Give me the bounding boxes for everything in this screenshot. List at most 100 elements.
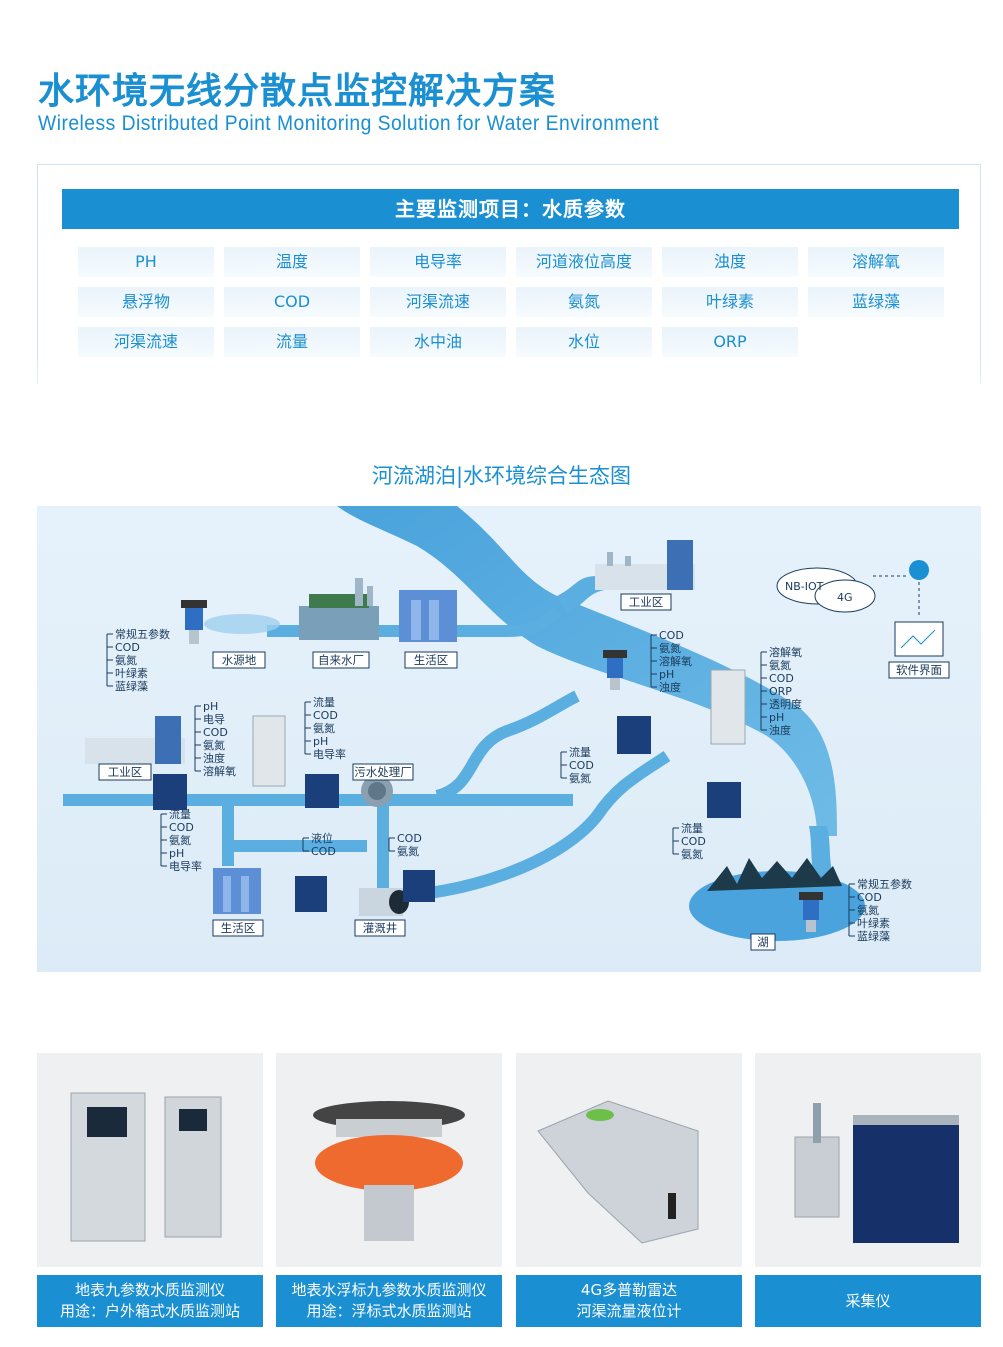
product-usage: 用途：户外箱式水质监测站: [59, 1302, 240, 1320]
industry-left-building: [85, 716, 185, 764]
irrigation-well: [359, 888, 409, 916]
param-list-item: 氨氮: [397, 844, 419, 858]
param-cell: 氨氮: [516, 287, 652, 317]
param-list-item: 常规五参数: [115, 627, 170, 641]
sewage-plant: [361, 775, 393, 807]
label-irrigation: 灌溉井: [363, 921, 398, 935]
lake-reeds: [707, 858, 842, 891]
product-image-collector: [755, 1053, 981, 1267]
param-cell: PH: [78, 247, 214, 277]
param-list-item: 蓝绿藻: [115, 679, 148, 693]
param-cell: 河道液位高度: [516, 247, 652, 277]
param-list-item: 电导: [203, 713, 225, 726]
param-list-item: COD: [115, 641, 140, 654]
buoy-river-upper: [603, 650, 627, 690]
param-list-item: 氨氮: [681, 847, 703, 861]
label-sewage: 污水处理厂: [354, 765, 412, 779]
buoy-lake: [799, 892, 823, 932]
param-list-item: 流量: [681, 821, 703, 835]
param-cell: 河渠流速: [78, 327, 214, 357]
nbiot-label: NB-IOT: [785, 580, 824, 593]
label-living-top: 生活区: [414, 653, 449, 667]
product-image-radar: [516, 1053, 742, 1267]
page-title: 水环境无线分散点监控解决方案: [38, 71, 557, 112]
product-card-cabinet[interactable]: 地表九参数水质监测仪 用途：户外箱式水质监测站: [37, 1053, 263, 1327]
param-cell: 浊度: [662, 247, 798, 277]
param-list-item: 氨氮: [769, 658, 791, 672]
eco-diagram-svg: NB-IOT 4G 水源地 自来水厂 生活区 工业区 工业区 污水处理厂 生活区…: [37, 506, 981, 972]
label-living-bottom: 生活区: [221, 921, 256, 935]
param-list-item: COD: [311, 845, 336, 858]
param-cell: 水中油: [370, 327, 506, 357]
collector-irrigation: [403, 870, 435, 902]
param-list-item: 透明度: [769, 697, 802, 711]
param-list-item: pH: [659, 668, 674, 681]
network-cloud: NB-IOT 4G: [776, 567, 876, 613]
waterworks-building: [299, 578, 379, 640]
param-list-item: 常规五参数: [857, 877, 912, 891]
param-cell: ORP: [662, 327, 798, 357]
param-cell: 叶绿素: [662, 287, 798, 317]
param-list-item: 氨氮: [115, 653, 137, 667]
product-row: 地表九参数水质监测仪 用途：户外箱式水质监测站 地表水浮标九参数水质监测仪 用途…: [37, 1053, 981, 1327]
param-list-item: pH: [769, 711, 784, 724]
param-cell: 流量: [224, 327, 360, 357]
param-list-item: COD: [397, 832, 422, 845]
param-list-item: COD: [169, 821, 194, 834]
product-card-collector[interactable]: 采集仪: [755, 1053, 981, 1327]
param-list-item: 溶解氧: [203, 764, 236, 778]
param-list-item: COD: [203, 726, 228, 739]
param-cell: 溶解氧: [808, 247, 944, 277]
canal-down-right: [377, 806, 389, 896]
collector-left: [153, 774, 187, 810]
product-image-buoy: [276, 1053, 502, 1267]
param-list-item: ORP: [769, 685, 792, 698]
software-chart-icon: [900, 629, 936, 649]
param-list-item: 氨氮: [569, 771, 591, 785]
param-cell: 水位: [516, 327, 652, 357]
canal-to-river: [435, 690, 580, 802]
param-cell: 温度: [224, 247, 360, 277]
product-card-radar[interactable]: 4G多普勒雷达 河渠流量液位计: [516, 1053, 742, 1327]
product-usage: 用途：浮标式水质监测站: [306, 1302, 472, 1320]
param-cell: 蓝绿藻: [808, 287, 944, 317]
param-list-item: 流量: [569, 745, 591, 759]
param-list-item: 浊度: [659, 680, 681, 694]
product-card-buoy[interactable]: 地表水浮标九参数水质监测仪 用途：浮标式水质监测站: [276, 1053, 502, 1327]
param-list-item: COD: [659, 629, 684, 642]
param-list-item: 氨氮: [313, 721, 335, 735]
param-list-item: 溶解氧: [769, 645, 802, 659]
label-industry-right: 工业区: [629, 595, 664, 609]
product-name: 采集仪: [845, 1291, 891, 1310]
param-cell: COD: [224, 287, 360, 317]
product-caption-radar: 4G多普勒雷达 河渠流量液位计: [516, 1275, 742, 1327]
cabinet-right: [710, 669, 746, 745]
param-list-item: 氨氮: [169, 833, 191, 847]
param-list-item: COD: [569, 759, 594, 772]
product-name: 地表九参数水质监测仪: [74, 1281, 225, 1299]
param-list-item: 溶解氧: [659, 654, 692, 668]
param-list-item: 电导率: [169, 859, 202, 873]
product-caption-buoy: 地表水浮标九参数水质监测仪 用途：浮标式水质监测站: [276, 1275, 502, 1327]
param-cell: 河渠流速: [370, 287, 506, 317]
param-cell: 电导率: [370, 247, 506, 277]
canal-upper: [267, 606, 562, 637]
params-heading: 主要监测项目：水质参数: [62, 189, 959, 229]
product-image-cabinet: [37, 1053, 263, 1267]
product-name: 4G多普勒雷达: [580, 1281, 678, 1299]
buoy-source: [181, 600, 280, 644]
param-list-item: COD: [769, 672, 794, 685]
label-software: 软件界面: [896, 663, 942, 677]
g4-label: 4G: [837, 591, 853, 604]
industry-right-building: [595, 540, 695, 590]
living-area-bottom-building: [213, 868, 261, 914]
param-cell: 悬浮物: [78, 287, 214, 317]
label-lake: 湖: [757, 935, 769, 949]
cabinet-mid: [252, 715, 286, 787]
software-monitor-icon: [894, 621, 944, 657]
param-list-item: 氨氮: [857, 903, 879, 917]
collector-river-mid: [617, 716, 651, 754]
product-usage: 河渠流量液位计: [576, 1302, 682, 1320]
canal-down-left: [222, 806, 234, 866]
box-labels: 水源地 自来水厂 生活区 工业区 工业区 污水处理厂 生活区 灌溉井 湖 软件界…: [98, 593, 950, 951]
